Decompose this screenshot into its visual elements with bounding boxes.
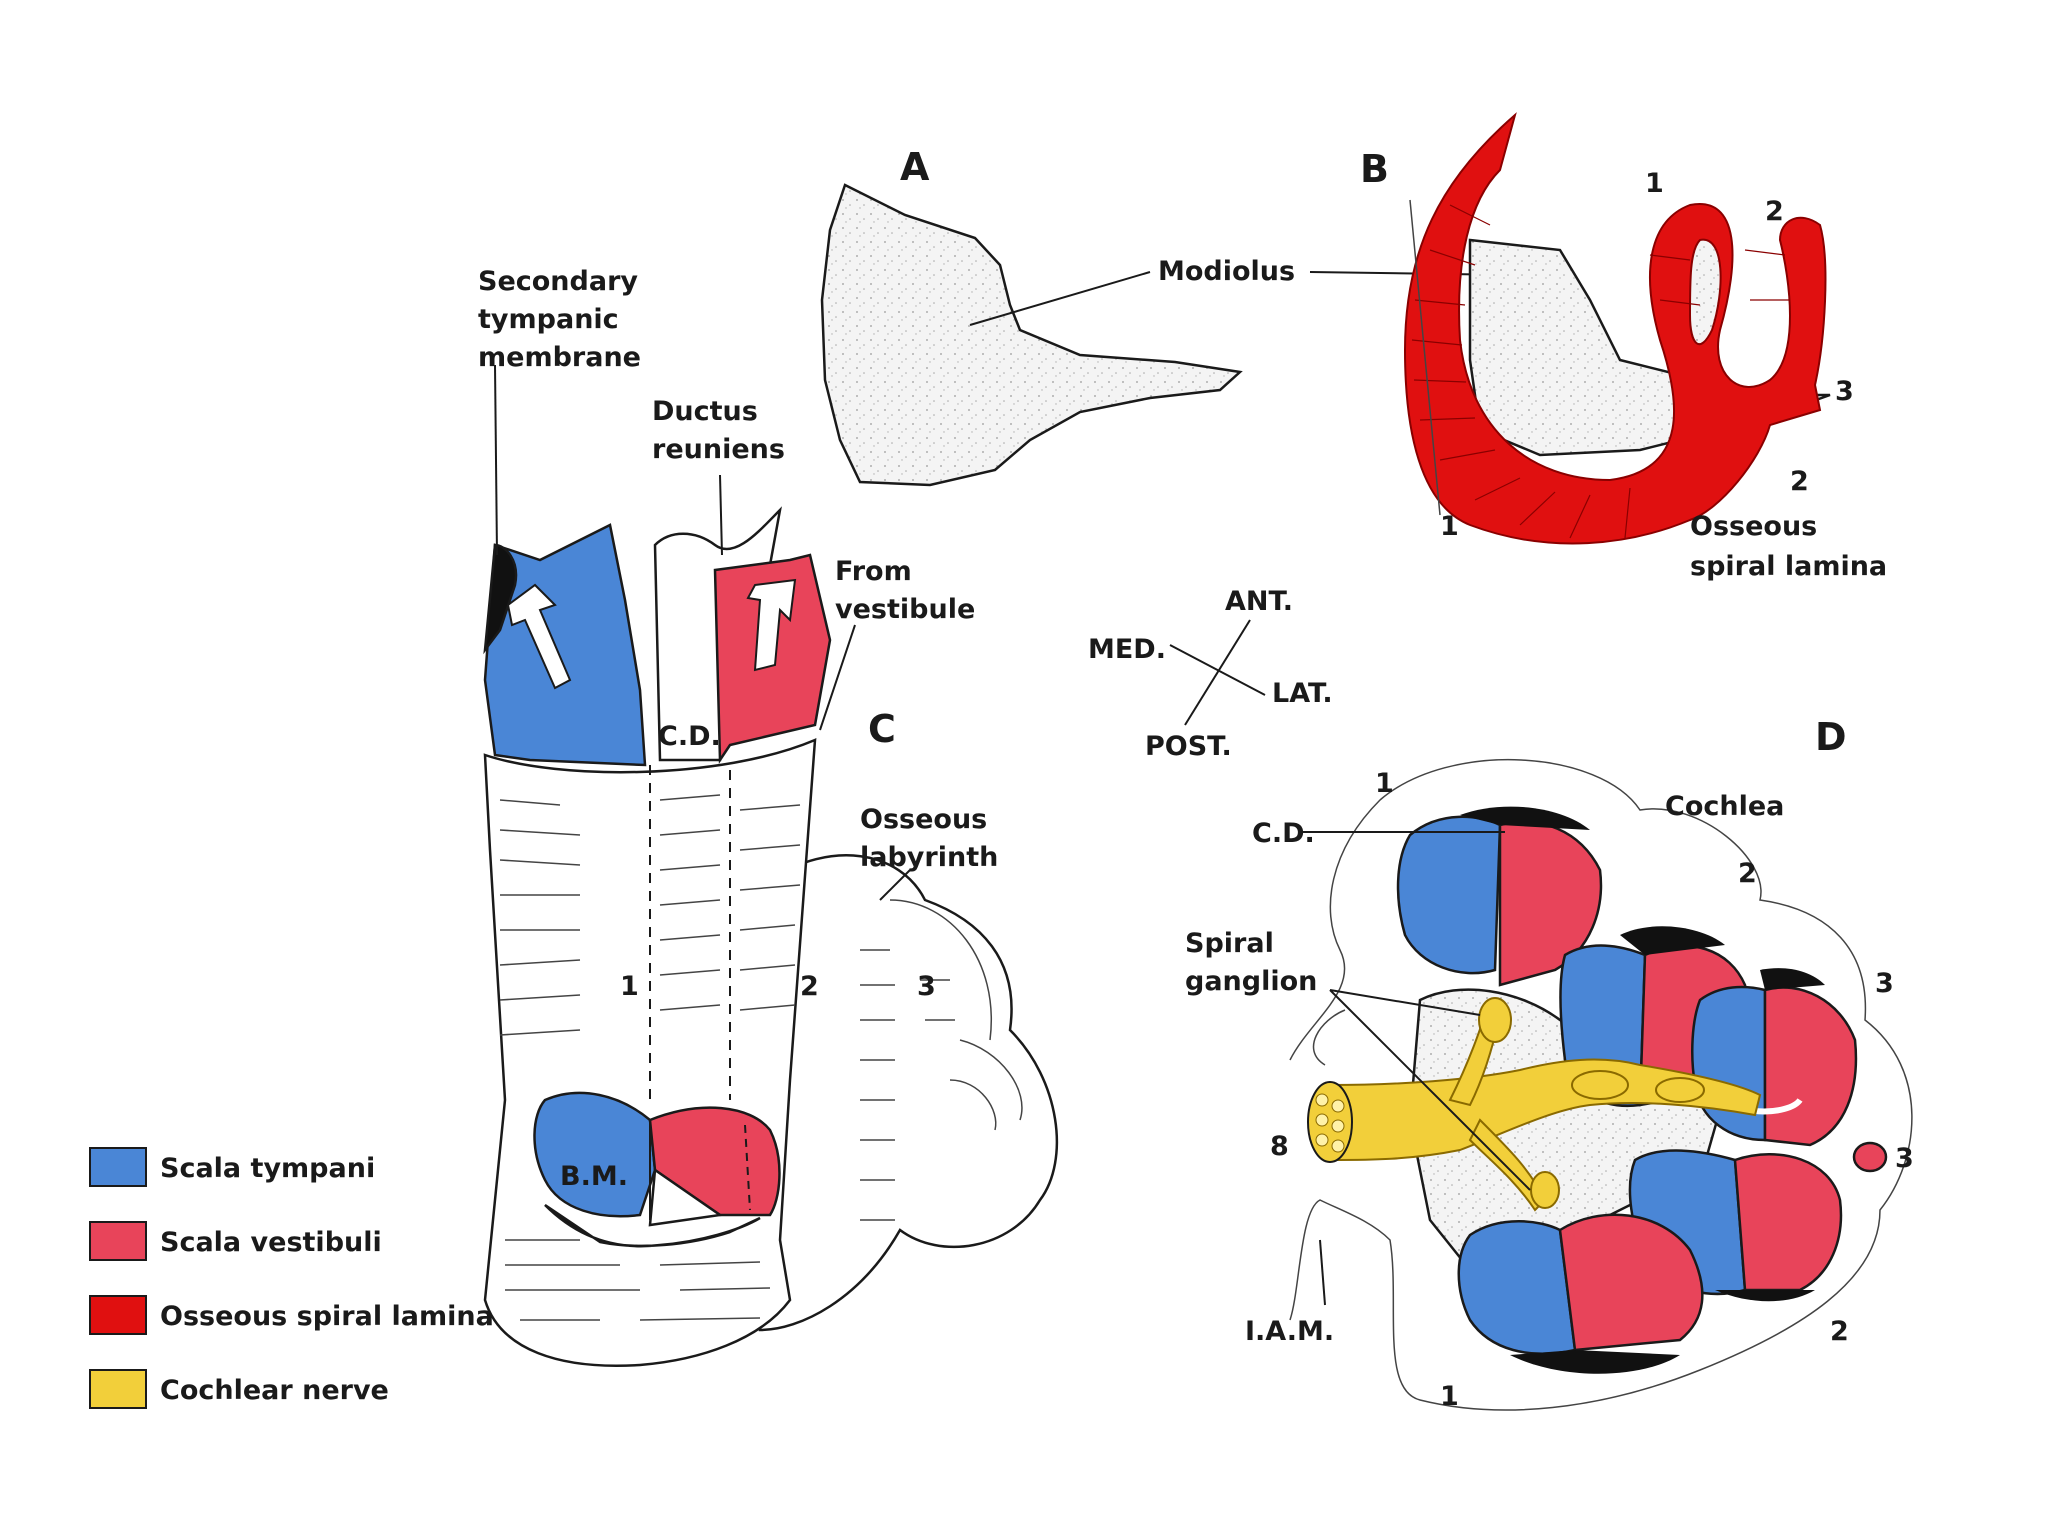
from-vestibule-label-2: vestibule [835, 594, 975, 625]
orientation-compass: ANT. MED. LAT. POST. [1088, 586, 1333, 762]
spiral-ganglion-node-3 [1571, 1070, 1629, 1100]
b-turn-3: 3 [1835, 376, 1854, 407]
legend-label-osseous-spiral-lamina: Osseous spiral lamina [160, 1301, 494, 1332]
labyrinth-ridges [860, 949, 955, 1221]
nerve-bundle-end [1307, 1081, 1353, 1163]
secondary-tympanic-label-2: tympanic [478, 304, 619, 335]
d-turn-2-bottom: 2 [1830, 1316, 1849, 1347]
modiolus-label: Modiolus [1158, 256, 1295, 287]
orientation-ant: ANT. [1225, 586, 1293, 617]
d-turn-1-top: 1 [1375, 768, 1394, 799]
legend-swatch-scala-vestibuli [89, 1221, 147, 1261]
scala-vestibuli-d-3 [1763, 986, 1858, 1147]
bm-label: B.M. [560, 1161, 628, 1192]
secondary-tympanic-label-1: Secondary [478, 266, 638, 297]
legend-swatch-scala-tympani [89, 1147, 147, 1187]
panel-b: B 1 2 3 2 1 Osseous spiral lamina [1360, 112, 1887, 582]
orientation-med: MED. [1088, 634, 1166, 665]
legend-label-scala-vestibuli: Scala vestibuli [160, 1227, 382, 1258]
panel-a: A [820, 145, 1243, 487]
cd-label-d: C.D. [1252, 818, 1315, 849]
scala-vestibuli-d-apex [1852, 1141, 1888, 1173]
lamina-ridges [1411, 204, 1790, 539]
panel-c: C [478, 266, 1059, 1367]
legend-label-scala-tympani: Scala tympani [160, 1153, 375, 1184]
from-vestibule-label-1: From [835, 556, 912, 587]
legend: Scala tympani Scala vestibuli Osseous sp… [89, 1147, 494, 1409]
scala-tympani-d-5 [1457, 1220, 1577, 1355]
osseous-labyrinth-label-1: Osseous [860, 804, 987, 835]
ductus-reuniens-label-1: Ductus [652, 396, 758, 427]
b-turn-2-top: 2 [1765, 196, 1784, 227]
orientation-lat: LAT. [1272, 678, 1333, 709]
b-turn-1-bottom: 1 [1440, 511, 1459, 542]
panel-a-label: A [900, 145, 930, 189]
modiolus-leader: Modiolus [969, 256, 1516, 326]
scala-tympani-c-top [483, 523, 647, 767]
legend-item-scala-tympani: Scala tympani [89, 1147, 375, 1187]
osseous-labyrinth-label-2: labyrinth [860, 842, 998, 873]
cochlea-label: Cochlea [1665, 791, 1784, 822]
nerve-number-label: 8 [1270, 1131, 1289, 1162]
c-turn-1: 1 [620, 971, 639, 1002]
iam-label: I.A.M. [1245, 1316, 1334, 1347]
legend-swatch-cochlear-nerve [89, 1369, 147, 1409]
arrow-down-icon [746, 578, 797, 672]
cochlear-tube [483, 738, 817, 1367]
scala-vestibuli-d-4 [1733, 1153, 1843, 1292]
osseous-spiral-lamina-label-1: Osseous [1690, 511, 1817, 542]
d-turn-1-bottom: 1 [1440, 1381, 1459, 1412]
panel-c-label: C [868, 707, 896, 751]
osseous-spiral-lamina-shape [1403, 112, 1827, 545]
legend-item-osseous-spiral-lamina: Osseous spiral lamina [89, 1295, 494, 1335]
legend-label-cochlear-nerve: Cochlear nerve [160, 1375, 389, 1406]
b-turn-1-top: 1 [1645, 168, 1664, 199]
panel-b-label: B [1360, 147, 1389, 191]
arrow-up-icon [506, 583, 572, 690]
d-turn-2-top: 2 [1738, 858, 1757, 889]
cd-label-c: C.D. [658, 721, 721, 752]
spiral-ganglion-node-4 [1655, 1077, 1705, 1103]
spiral-inner-turn [1688, 238, 1722, 345]
osseous-spiral-lamina-label-2: spiral lamina [1690, 551, 1887, 582]
secondary-tympanic-label-3: membrane [478, 342, 641, 373]
tube-ridges [499, 794, 801, 1321]
spiral-ganglion-label-1: Spiral [1185, 928, 1274, 959]
legend-swatch-osseous-spiral-lamina [89, 1295, 147, 1335]
c-turn-3: 3 [917, 971, 936, 1002]
spiral-ganglion-node-1 [1478, 997, 1512, 1043]
scala-tympani-c-bottom [533, 1091, 657, 1218]
b-turn-2-bottom: 2 [1790, 466, 1809, 497]
panel-d: D [1185, 715, 1914, 1412]
scala-vestibuli-d-5 [1558, 1213, 1704, 1352]
ductus-reuniens-label-2: reuniens [652, 434, 785, 465]
scala-tympani-d-1 [1396, 815, 1502, 975]
spiral-ganglion-node-2 [1530, 1171, 1560, 1209]
d-turn-3-top: 3 [1875, 968, 1894, 999]
cochlea-outline [1289, 758, 1913, 1411]
panel-d-label: D [1815, 715, 1847, 759]
legend-item-cochlear-nerve: Cochlear nerve [89, 1369, 389, 1409]
modiolus-shape [820, 183, 1243, 487]
spiral-ganglion-label-2: ganglion [1185, 966, 1317, 997]
d-turn-3-side: 3 [1895, 1143, 1914, 1174]
c-turn-2: 2 [800, 971, 819, 1002]
legend-item-scala-vestibuli: Scala vestibuli [89, 1221, 382, 1261]
orientation-post: POST. [1145, 731, 1232, 762]
